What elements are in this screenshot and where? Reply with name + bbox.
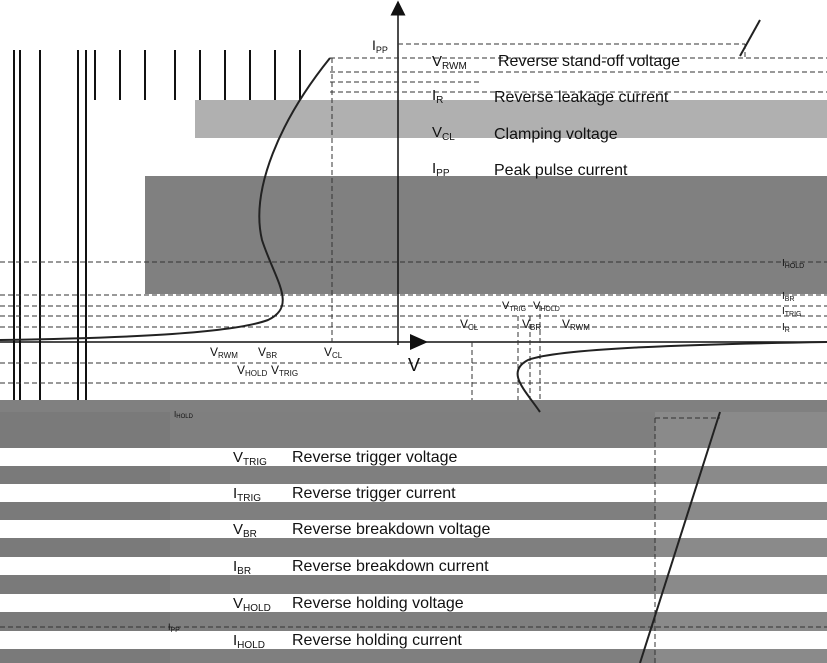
left-label-vbr: VBR bbox=[258, 345, 277, 360]
reference-dashed-lines bbox=[0, 43, 827, 663]
iv-curve-lower bbox=[516, 341, 827, 413]
legend-vrwm-symbol: VRWM bbox=[432, 53, 467, 72]
current-axis-label: IPP bbox=[372, 37, 388, 55]
right-label-vbr: VBR bbox=[522, 317, 541, 332]
right-label-ir: IR bbox=[782, 322, 790, 334]
legend-itrig-symbol: ITRIG bbox=[233, 485, 261, 504]
legend-ibr-description: Reverse breakdown current bbox=[292, 558, 489, 575]
right-label-vcl: VCL bbox=[460, 317, 479, 332]
legend-ir-description: Reverse leakage current bbox=[494, 89, 669, 106]
legend-ihold-symbol: IHOLD bbox=[233, 632, 265, 651]
legend-vhold-description: Reverse holding voltage bbox=[292, 595, 464, 612]
iv-curve-upper bbox=[0, 57, 331, 341]
legend-vcl-symbol: VCL bbox=[432, 124, 455, 143]
iv-curve-bottom-right bbox=[639, 411, 721, 663]
right-current-labels: IHOLD IBR ITRIG IR bbox=[782, 258, 804, 334]
voltage-axis-label: V bbox=[408, 355, 420, 375]
gray-band-upper-dark bbox=[145, 176, 827, 294]
bottom-label-ipp: IPP bbox=[168, 622, 180, 634]
legend-vbr-symbol: VBR bbox=[233, 521, 257, 540]
legend-ipp-symbol: IPP bbox=[432, 160, 450, 179]
right-label-ihold: IHOLD bbox=[782, 258, 804, 270]
right-label-vtrig: VTRIG bbox=[502, 300, 526, 313]
legend-stripes bbox=[0, 448, 827, 649]
right-label-vhold: VHOLD bbox=[533, 300, 560, 313]
legend-itrig-description: Reverse trigger current bbox=[292, 485, 456, 502]
left-label-vcl: VCL bbox=[324, 345, 343, 360]
left-label-vhold: VHOLD bbox=[237, 363, 267, 378]
gray-band-upper-light bbox=[195, 100, 827, 138]
right-label-vrwm: VRWM bbox=[562, 317, 590, 332]
legend-vrwm-description: Reverse stand-off voltage bbox=[498, 53, 680, 70]
legend-ibr-symbol: IBR bbox=[233, 558, 251, 577]
legend-vtrig-symbol: VTRIG bbox=[233, 449, 267, 468]
legend-vcl-description: Clamping voltage bbox=[494, 126, 618, 143]
legend-ir-symbol: IR bbox=[432, 87, 443, 106]
left-label-vrwm: VRWM bbox=[210, 345, 238, 360]
legend-bottom: VTRIG Reverse trigger voltage ITRIG Reve… bbox=[233, 449, 490, 651]
legend-ihold-description: Reverse holding current bbox=[292, 632, 462, 649]
bottom-label-ihold: IHOLD bbox=[174, 410, 194, 420]
right-voltage-labels: VTRIG VHOLD VCL VBR VRWM bbox=[460, 300, 590, 332]
right-label-ibr: IBR bbox=[782, 291, 795, 303]
legend-top: VRWM Reverse stand-off voltage IR Revers… bbox=[432, 53, 680, 179]
iv-curve-top-right bbox=[739, 19, 761, 57]
voltage-axis-arrow bbox=[410, 334, 428, 350]
gray-band-middle bbox=[0, 400, 827, 412]
legend-vtrig-description: Reverse trigger voltage bbox=[292, 449, 458, 466]
legend-ipp-description: Peak pulse current bbox=[494, 162, 628, 179]
legend-vbr-description: Reverse breakdown voltage bbox=[292, 521, 490, 538]
legend-vhold-symbol: VHOLD bbox=[233, 595, 271, 614]
left-voltage-labels: VRWM VBR VCL VHOLD VTRIG bbox=[210, 345, 343, 378]
right-label-itrig: ITRIG bbox=[782, 306, 802, 318]
left-label-vtrig: VTRIG bbox=[271, 363, 298, 378]
